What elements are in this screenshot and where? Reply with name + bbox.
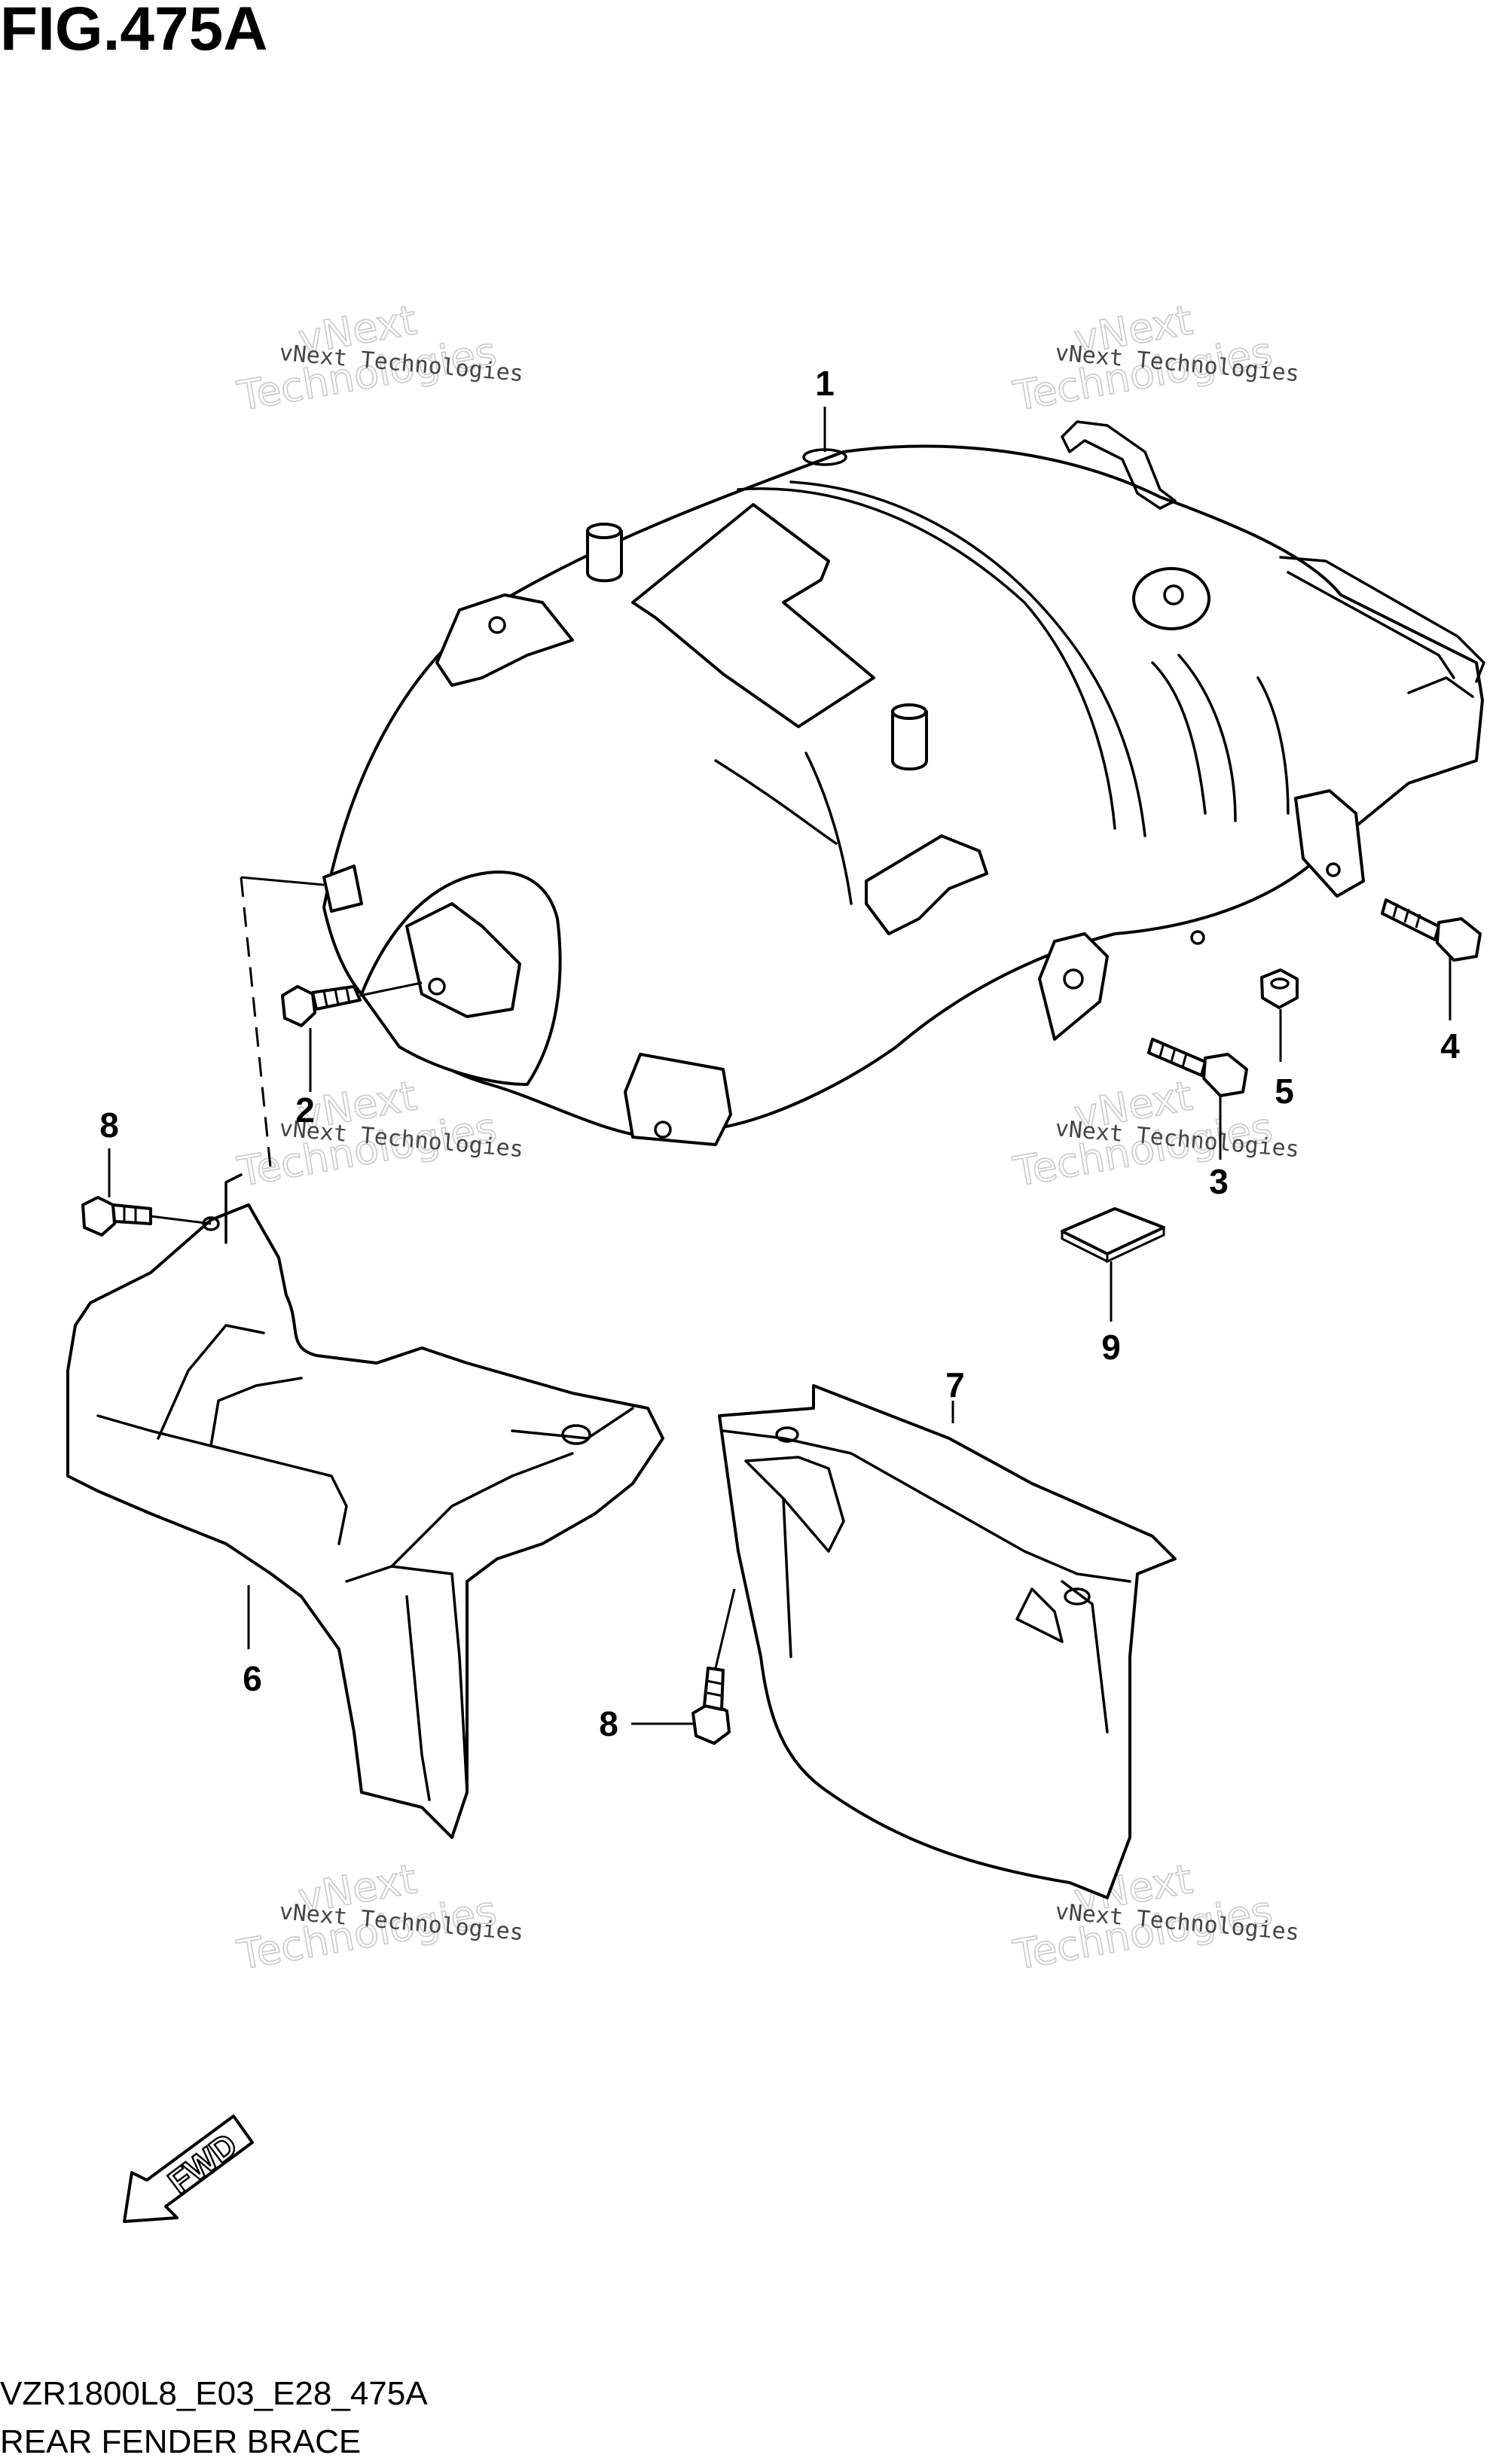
watermark-top-right: Technologies vNext vNext Technologies: [1009, 296, 1301, 421]
footer-caption: REAR FENDER BRACE: [0, 2423, 361, 2460]
footer-code: VZR1800L8_E03_E28_475A: [0, 2375, 428, 2412]
callout-7: 7: [945, 1365, 965, 1404]
figure-title: FIG.475A: [0, 0, 267, 63]
bolt-4: [1381, 898, 1482, 962]
watermark-bottom-left: Technologies vNext vNext Technologies: [234, 1855, 525, 1980]
callout-5: 5: [1275, 1072, 1294, 1111]
bolt-8-left: [81, 1196, 212, 1237]
watermark-mid-left: Technologies vNext vNext Technologies: [234, 1072, 525, 1197]
callout-6: 6: [243, 1659, 262, 1698]
callout-9: 9: [1101, 1328, 1121, 1367]
fwd-arrow: FWD: [123, 2115, 254, 2223]
nut-5: [1260, 968, 1299, 1009]
bolt-8-right: [691, 1588, 736, 1745]
leader-lines: [108, 407, 1452, 1725]
watermark-mid-right: Technologies vNext vNext Technologies: [1009, 1072, 1301, 1197]
callout-8-left: 8: [99, 1105, 119, 1145]
callout-1: 1: [815, 364, 835, 403]
callout-4: 4: [1440, 1026, 1460, 1066]
watermark-top-left: Technologies vNext vNext Technologies: [234, 296, 525, 421]
callout-2: 2: [295, 1090, 315, 1130]
callout-3: 3: [1209, 1162, 1229, 1201]
pad-9: [1061, 1207, 1165, 1264]
callout-8-right: 8: [599, 1704, 618, 1743]
part-brace-right: [718, 1384, 1177, 1899]
bolt-3: [1147, 1038, 1248, 1097]
bolt-2: [281, 981, 423, 1027]
alignment-guide: [240, 876, 325, 1176]
part-rear-fender: [322, 420, 1485, 1146]
part-brace-left: [66, 1173, 664, 1839]
